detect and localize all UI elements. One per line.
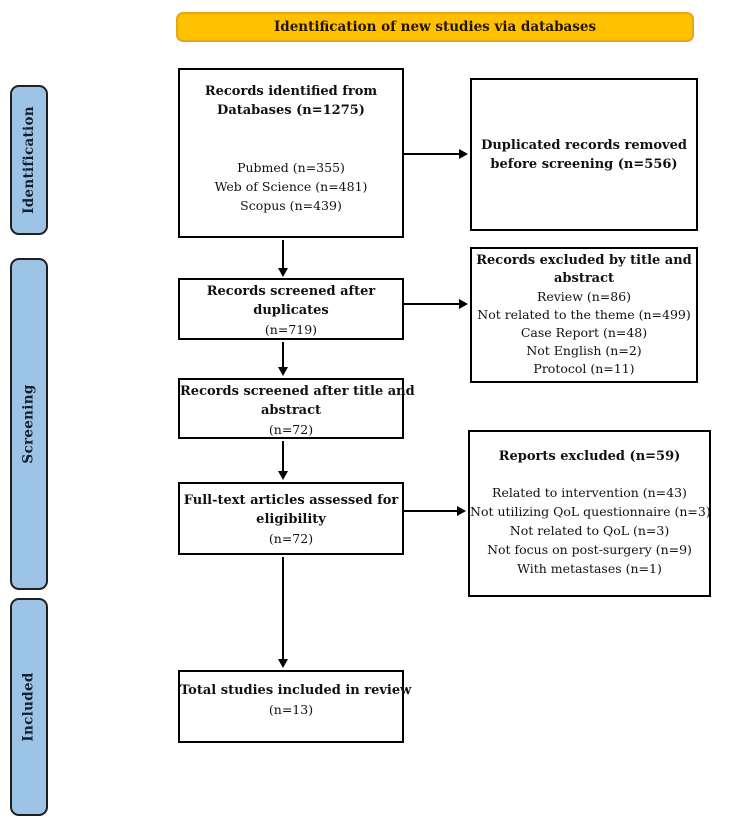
item-line: With metastases (n=1)	[517, 561, 662, 576]
item-line: Protocol (n=11)	[533, 361, 635, 376]
box-records-screened-duplicates: Records screened after duplicates (n=719…	[178, 278, 404, 340]
item-line: Not English (n=2)	[526, 343, 642, 358]
heading-line: Records screened after	[206, 284, 376, 299]
box-reports-excluded: Reports excluded (n=59) Related to inter…	[468, 430, 711, 597]
stage-label: Included	[21, 672, 38, 742]
heading-line: Databases (n=1275)	[217, 103, 365, 118]
stage-label: Screening	[21, 384, 38, 464]
item-line: Web of Science (n=481)	[214, 179, 368, 194]
heading-line: Reports excluded (n=59)	[498, 449, 681, 464]
heading-line: Records identified from	[204, 84, 378, 99]
heading-line: abstract	[260, 403, 322, 418]
count-line: (n=719)	[264, 322, 318, 337]
exclusion-reasons: Related to intervention (n=43) Not utili…	[470, 483, 711, 578]
heading-line: Records excluded by title and	[476, 253, 692, 268]
arrow-title-abstract-to-fulltext	[278, 441, 288, 480]
arrow-screened-to-title-abstract	[278, 342, 288, 376]
arrow-identified-to-duplicates-removed	[404, 149, 468, 159]
stage-identification: Identification	[10, 85, 48, 235]
count-line: (n=13)	[268, 702, 314, 717]
heading-line: duplicates	[253, 303, 329, 318]
arrow-screened-to-excluded	[404, 299, 468, 309]
item-line: Not utilizing QoL questionnaire (n=3)	[470, 504, 711, 519]
item-line: Pubmed (n=355)	[237, 160, 345, 175]
item-line: Review (n=86)	[536, 289, 632, 304]
arrow-fulltext-to-reports-excluded	[404, 506, 466, 516]
box-total-included: Total studies included in review (n=13)	[178, 670, 412, 743]
arrow-fulltext-to-included	[278, 557, 288, 668]
banner: Identification of new studies via databa…	[176, 12, 694, 42]
item-line: Case Report (n=48)	[520, 325, 648, 340]
box-duplicates-removed: Duplicated records removed before screen…	[470, 78, 698, 231]
heading-line: Total studies included in review	[180, 683, 412, 698]
heading-line: Duplicated records removed	[481, 137, 687, 153]
heading-line: Full-text articles assessed for	[183, 493, 399, 508]
box-excluded-title-abstract: Records excluded by title and abstract R…	[470, 247, 698, 383]
stage-label: Identification	[21, 106, 37, 214]
item-line: Not related to QoL (n=3)	[509, 523, 670, 538]
box-records-identified: Records identified from Databases (n=127…	[178, 68, 404, 238]
stage-screening: Screening	[10, 258, 48, 590]
heading-line: before screening (n=556)	[490, 156, 678, 172]
stage-included: Included	[10, 598, 48, 816]
item-line: Not focus on post-surgery (n=9)	[487, 542, 692, 557]
item-line: Not related to the theme (n=499)	[477, 307, 691, 322]
arrow-identified-to-screened	[278, 240, 288, 277]
item-line: Scopus (n=439)	[240, 198, 342, 213]
banner-label: Identification of new studies via databa…	[273, 19, 597, 35]
item-line: Related to intervention (n=43)	[492, 485, 687, 500]
heading-line: Records screened after title and	[180, 384, 415, 399]
heading-line: abstract	[553, 271, 615, 286]
box-screened-title-abstract: Records screened after title and abstrac…	[178, 378, 415, 439]
box-fulltext-assessed: Full-text articles assessed for eligibil…	[178, 482, 404, 555]
count-line: (n=72)	[268, 531, 314, 546]
database-counts: Pubmed (n=355) Web of Science (n=481) Sc…	[180, 158, 402, 215]
heading-line: eligibility	[256, 512, 326, 527]
count-line: (n=72)	[268, 422, 314, 437]
